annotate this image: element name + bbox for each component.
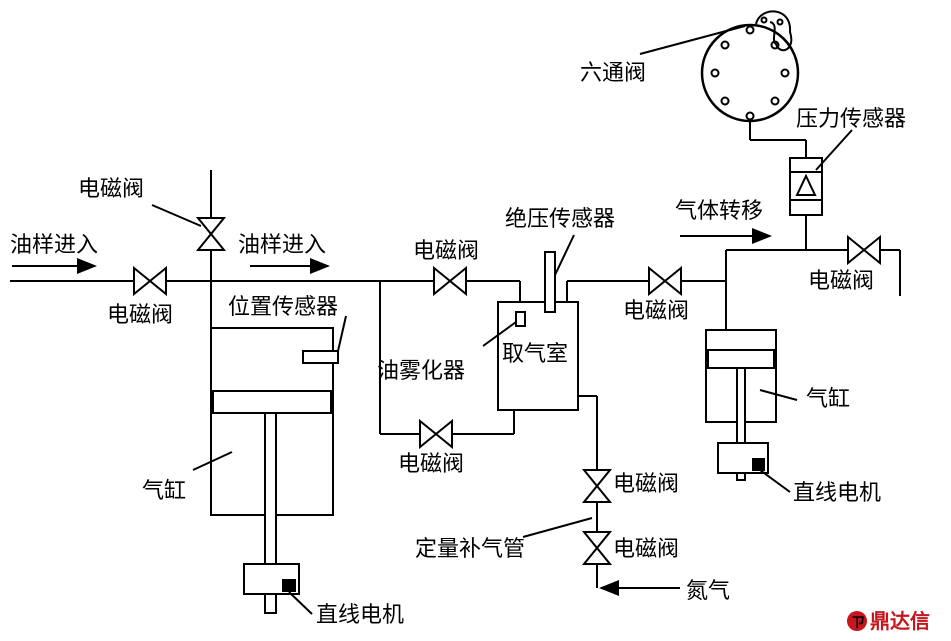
right-motor-block <box>752 458 765 471</box>
label-sampling-chamber: 取气室 <box>502 342 568 367</box>
solenoid-valve-bottom-2 <box>581 531 613 565</box>
svg-text:ㄗ: ㄗ <box>851 615 865 631</box>
label-solenoid-mid-upper: 电磁阀 <box>413 239 479 264</box>
label-quant-tube: 定量补气管 <box>415 537 525 562</box>
pressure-sensor-triangle <box>795 173 817 196</box>
left-motor-leader <box>288 591 313 615</box>
six-way-valve-ports <box>710 25 790 121</box>
pressure-sensor-leader <box>815 129 853 171</box>
label-cylinder-right: 气缸 <box>806 387 850 412</box>
right-cylinder-leader <box>759 389 798 401</box>
label-cylinder-left: 气缸 <box>142 479 186 504</box>
abs-pressure-leader <box>554 234 575 276</box>
left-cylinder-leader <box>192 451 233 471</box>
label-linear-motor-right: 直线电机 <box>793 481 881 506</box>
label-pressure-sensor: 压力传感器 <box>796 107 906 132</box>
label-abs-pressure-sensor: 绝压传感器 <box>505 207 615 232</box>
label-oil-in-left: 油样进入 <box>10 233 98 258</box>
label-solenoid-left: 电磁阀 <box>107 303 173 328</box>
label-solenoid-top: 电磁阀 <box>78 177 144 202</box>
solenoid-top-leader <box>151 204 202 227</box>
solenoid-valve-mid-upper <box>433 265 467 297</box>
label-oil-in-center: 油样进入 <box>238 233 326 258</box>
left-piston-rod <box>264 412 277 614</box>
label-nitrogen: 氮气 <box>686 579 730 604</box>
position-sensor-probe <box>302 350 339 364</box>
oil-atomizer-nozzle <box>515 311 526 327</box>
solenoid-valve-mid-lower <box>419 418 453 450</box>
solenoid-valve-chamber-right <box>648 265 682 297</box>
solenoid-valve-left <box>133 265 167 297</box>
left-motor-block <box>282 579 296 592</box>
six-way-valve-body <box>700 23 800 123</box>
loop-port-b <box>776 18 784 26</box>
solenoid-valve-far-right <box>847 234 881 266</box>
solenoid-valve-top <box>195 217 227 251</box>
pressure-sensor <box>789 157 823 216</box>
label-solenoid-mid-lower: 电磁阀 <box>398 452 464 477</box>
left-piston <box>212 390 332 414</box>
watermark-logo: ㄗ 鼎达信 <box>847 609 930 633</box>
right-motor-leader <box>759 469 791 493</box>
watermark-text: 鼎达信 <box>870 609 930 633</box>
solenoid-valve-bottom-1 <box>581 469 613 503</box>
sampling-chamber <box>497 301 579 411</box>
loop-port-a <box>760 16 768 24</box>
label-oil-atomizer: 油雾化器 <box>377 359 465 384</box>
six-way-valve-leader <box>639 25 746 55</box>
label-linear-motor-left: 直线电机 <box>316 603 404 628</box>
label-six-way-valve: 六通阀 <box>580 61 646 86</box>
label-solenoid-chamber-right: 电磁阀 <box>623 299 689 324</box>
position-sensor-leader <box>337 315 347 352</box>
oil-atomizer-leader <box>482 321 517 347</box>
label-solenoid-bottom-2: 电磁阀 <box>613 537 679 562</box>
label-gas-transfer: 气体转移 <box>675 199 763 224</box>
quant-tube-leader <box>522 517 593 538</box>
label-solenoid-bottom-1: 电磁阀 <box>613 472 679 497</box>
abs-pressure-sensor-probe <box>544 251 556 313</box>
label-position-sensor: 位置传感器 <box>228 295 338 320</box>
right-piston-rod <box>736 367 746 481</box>
right-piston <box>707 349 775 369</box>
label-solenoid-far-right: 电磁阀 <box>808 269 874 294</box>
six-way-valve-loop <box>755 10 793 52</box>
